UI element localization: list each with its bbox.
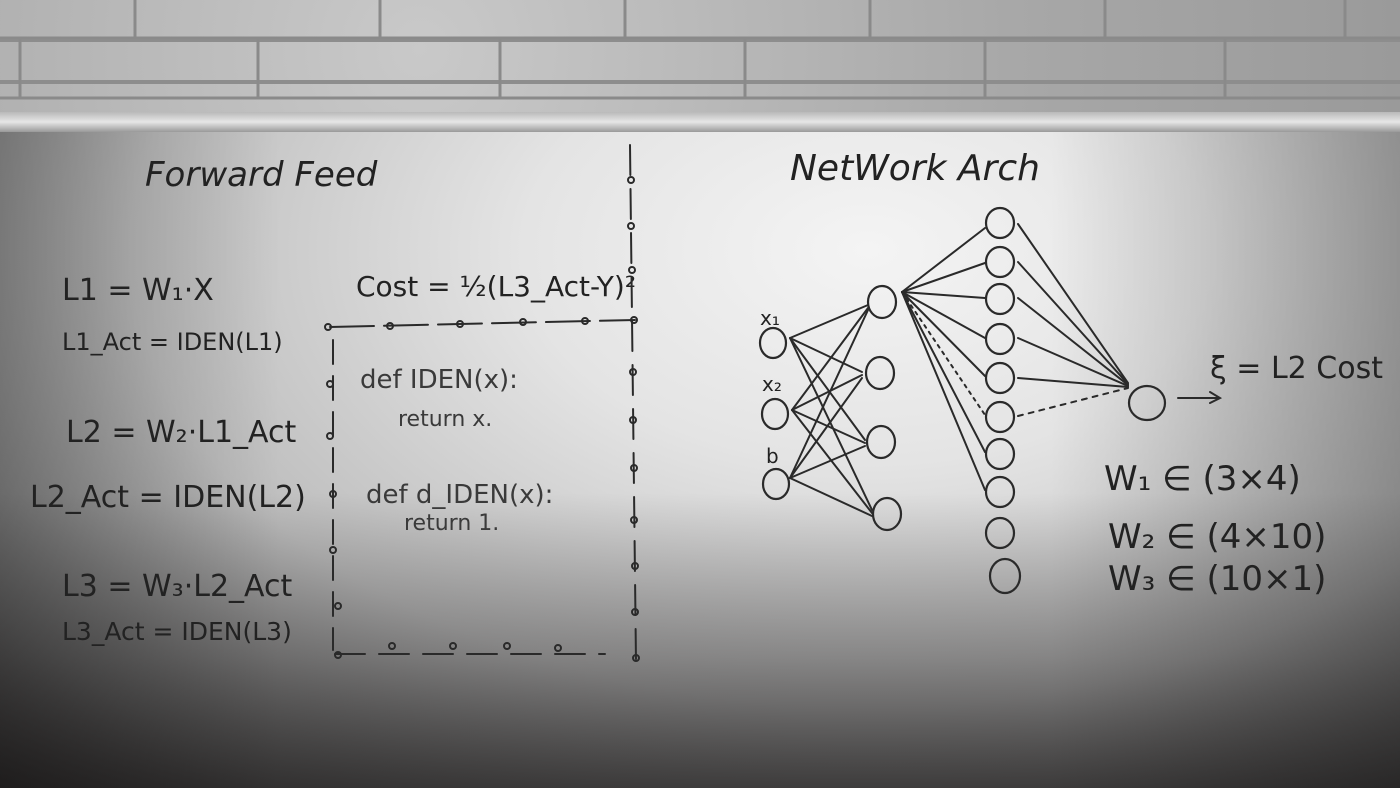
hidden2-node: [984, 516, 1016, 550]
code-box-border: [329, 144, 637, 663]
equation-l1: L1 = W₁·X: [62, 273, 214, 308]
equation-l3: L3 = W₃·L2_Act: [62, 569, 293, 604]
hidden1-node: [866, 284, 898, 320]
network-edges: [789, 223, 1223, 517]
board-top-ledge: [0, 112, 1400, 134]
hidden1-node: [871, 496, 903, 532]
network-nodes: [758, 206, 1167, 595]
input-node-b: [761, 467, 791, 501]
equation-l2-act: L2_Act = IDEN(L2): [30, 480, 306, 515]
hidden2-node: [984, 282, 1016, 316]
code-box-dots: [324, 176, 640, 662]
weight-w1: W₁ ∈ (3×4): [1104, 459, 1301, 499]
hidden2-node: [984, 437, 1016, 471]
hidden2-node: [984, 245, 1016, 279]
input-label-x2: x₂: [762, 372, 782, 396]
input-label-b: b: [766, 444, 779, 468]
cost-equation: Cost = ½(L3_Act-Y)²: [356, 270, 636, 303]
forward-feed-title: Forward Feed: [145, 155, 378, 195]
hidden2-node: [984, 400, 1016, 434]
hidden2-node: [984, 206, 1016, 240]
equation-l1-act: L1_Act = IDEN(L1): [62, 328, 283, 356]
output-cost-label: ξ = L2 Cost: [1210, 351, 1383, 386]
hidden2-node: [984, 322, 1016, 356]
board-vignette: [0, 132, 1400, 788]
hidden2-node: [984, 475, 1016, 509]
brick-wall: [0, 0, 1400, 122]
weight-w3: W₃ ∈ (10×1): [1108, 559, 1326, 599]
code-def-iden: def IDEN(x):: [360, 365, 518, 395]
input-label-x1: x₁: [760, 306, 780, 330]
equation-l2: L2 = W₂·L1_Act: [66, 415, 297, 450]
weight-w2: W₂ ∈ (4×10): [1108, 517, 1326, 557]
hidden2-node: [988, 557, 1022, 595]
brick-joints: [0, 0, 1400, 100]
code-def-d-iden: def d_IDEN(x):: [366, 480, 553, 510]
code-return-x: return x.: [398, 407, 492, 432]
hidden1-node: [864, 355, 896, 391]
hidden2-node: [984, 361, 1016, 395]
input-node-x1: [758, 326, 788, 360]
input-node-x2: [760, 397, 790, 431]
output-node: [1127, 384, 1167, 422]
hidden1-node: [865, 424, 897, 460]
code-return-1: return 1.: [404, 511, 499, 536]
equation-l3-act: L3_Act = IDEN(L3): [62, 617, 292, 646]
network-arch-title: NetWork Arch: [790, 148, 1040, 189]
